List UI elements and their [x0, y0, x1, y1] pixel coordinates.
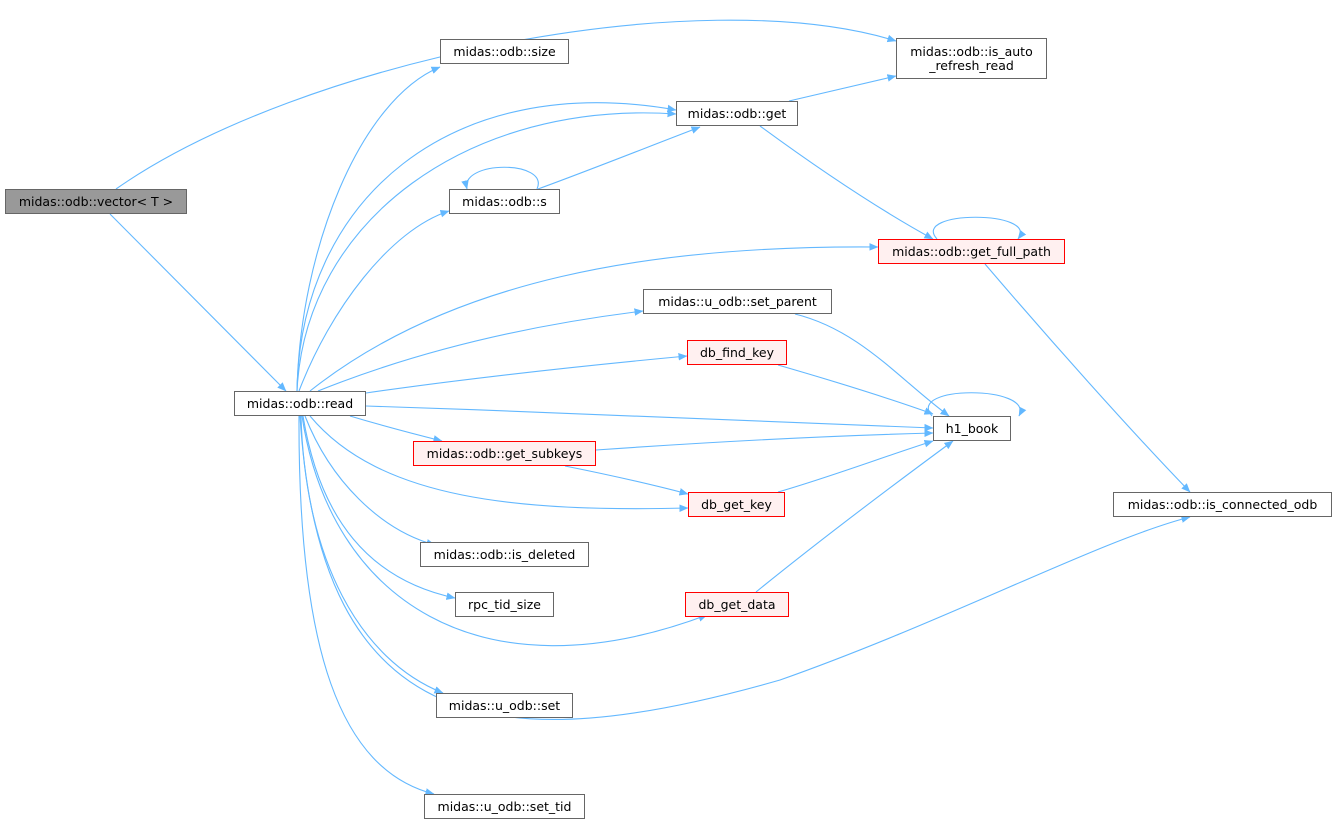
node-is-auto-refresh-read[interactable]: midas::odb::is_auto _refresh_read	[896, 38, 1047, 79]
node-rpc-tid-size[interactable]: rpc_tid_size	[455, 592, 554, 617]
edge-s-to-s	[461, 166, 539, 190]
node-u-odb-set[interactable]: midas::u_odb::set	[436, 693, 573, 718]
node-is-deleted[interactable]: midas::odb::is_deleted	[420, 542, 589, 567]
node-get-full-path[interactable]: midas::odb::get_full_path	[878, 239, 1065, 264]
edge-read-to-get	[296, 109, 677, 392]
node-label: rpc_tid_size	[468, 596, 541, 612]
node-label: midas::odb::get_subkeys	[426, 445, 583, 461]
edge-read-to-size	[296, 66, 441, 392]
edge-read-to-get_full_path	[309, 243, 879, 392]
node-label: midas::u_odb::set_tid	[437, 798, 572, 814]
node-get-subkeys[interactable]: midas::odb::get_subkeys	[413, 441, 596, 466]
node-is-connected-odb[interactable]: midas::odb::is_connected_odb	[1113, 492, 1332, 517]
edge-db_get_key-to-h1_book	[777, 440, 934, 493]
edge-get-to-is_auto_refresh_read	[788, 74, 897, 102]
edge-vector-to-read	[109, 213, 287, 392]
node-label: midas::odb::get	[687, 105, 787, 121]
edge-read-to-is_connected_odb	[299, 415, 1191, 721]
node-label: midas::odb::is_deleted	[433, 546, 576, 562]
node-size[interactable]: midas::odb::size	[440, 39, 569, 64]
edge-h1_book-to-h1_book	[928, 392, 1027, 417]
node-db-get-data[interactable]: db_get_data	[685, 592, 789, 617]
edge-read-to-db_get_data	[301, 415, 708, 647]
edge-get_subkeys-to-h1_book	[595, 429, 934, 451]
node-label: midas::odb::read	[246, 395, 354, 411]
edge-read-to-set_tid	[298, 415, 435, 796]
edge-read-to-get	[296, 102, 677, 392]
node-label: midas::u_odb::set	[448, 697, 561, 713]
node-label: midas::odb::get_full_path	[892, 243, 1051, 259]
edge-get_full_path-to-is_connected_odb	[984, 263, 1191, 493]
node-label: midas::odb::is_auto _refresh_read	[910, 43, 1033, 73]
node-vector[interactable]: midas::odb::vector< T >	[5, 189, 187, 214]
edge-read-to-h1_book	[365, 405, 934, 432]
node-label: midas::u_odb::set_parent	[658, 293, 817, 309]
node-label: midas::odb::size	[453, 43, 556, 59]
node-label: h1_book	[945, 420, 999, 436]
node-label: db_get_data	[698, 596, 776, 612]
edge-read-to-s	[298, 210, 450, 392]
node-s[interactable]: midas::odb::s	[449, 189, 560, 214]
edge-read-to-set_parent	[317, 308, 644, 392]
node-read[interactable]: midas::odb::read	[234, 391, 366, 416]
edge-read-to-is_deleted	[304, 415, 436, 547]
node-db-get-key[interactable]: db_get_key	[688, 492, 785, 517]
edge-get-to-get_full_path	[759, 125, 934, 240]
edge-s-to-get	[537, 126, 701, 190]
edge-db_find_key-to-h1_book	[777, 364, 934, 415]
node-h1-book[interactable]: h1_book	[933, 416, 1011, 441]
node-set-tid[interactable]: midas::u_odb::set_tid	[424, 794, 585, 819]
node-label: midas::odb::is_connected_odb	[1127, 496, 1318, 512]
edge-read-to-db_find_key	[365, 353, 688, 394]
node-label: db_get_key	[701, 496, 772, 512]
edge-read-to-db_get_key	[309, 415, 689, 512]
edge-db_get_data-to-h1_book	[755, 440, 954, 593]
node-label: midas::odb::s	[462, 193, 547, 209]
node-get[interactable]: midas::odb::get	[676, 101, 798, 126]
edge-get_subkeys-to-db_get_key	[564, 465, 689, 496]
edge-get_full_path-to-get_full_path	[933, 216, 1027, 240]
node-label: db_find_key	[700, 344, 774, 360]
edge-set_parent-to-h1_book	[794, 313, 950, 417]
edge-layer	[109, 19, 1191, 796]
node-label: midas::odb::vector< T >	[18, 193, 174, 209]
edge-read-to-get_subkeys	[349, 415, 443, 443]
node-db-find-key[interactable]: db_find_key	[687, 340, 787, 365]
node-set-parent[interactable]: midas::u_odb::set_parent	[643, 289, 832, 314]
edge-read-to-rpc_tid_size	[302, 415, 456, 600]
